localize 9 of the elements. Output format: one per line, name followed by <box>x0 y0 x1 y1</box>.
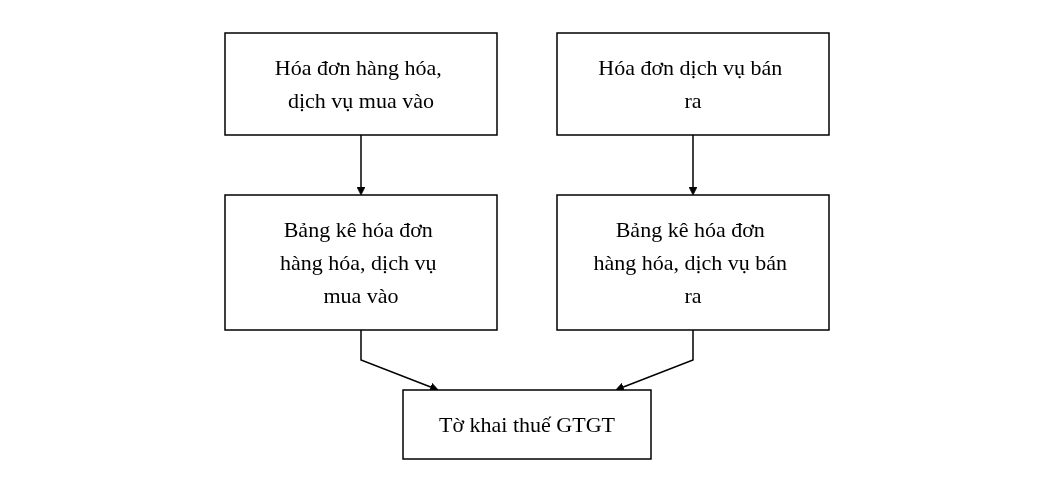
node-box: Bảng kê hóa đơn hàng hóa, dịch vụ mua vào <box>224 194 498 331</box>
node-box: Bảng kê hóa đơn hàng hóa, dịch vụ bán ra <box>556 194 830 331</box>
arrow <box>615 329 694 392</box>
node-box: Tờ khai thuế GTGT <box>402 389 652 460</box>
node-box: Hóa đơn hàng hóa, dịch vụ mua vào <box>224 32 498 136</box>
arrow <box>360 329 439 392</box>
arrow <box>688 134 698 196</box>
node-box: Hóa đơn dịch vụ bán ra <box>556 32 830 136</box>
arrow <box>356 134 366 196</box>
